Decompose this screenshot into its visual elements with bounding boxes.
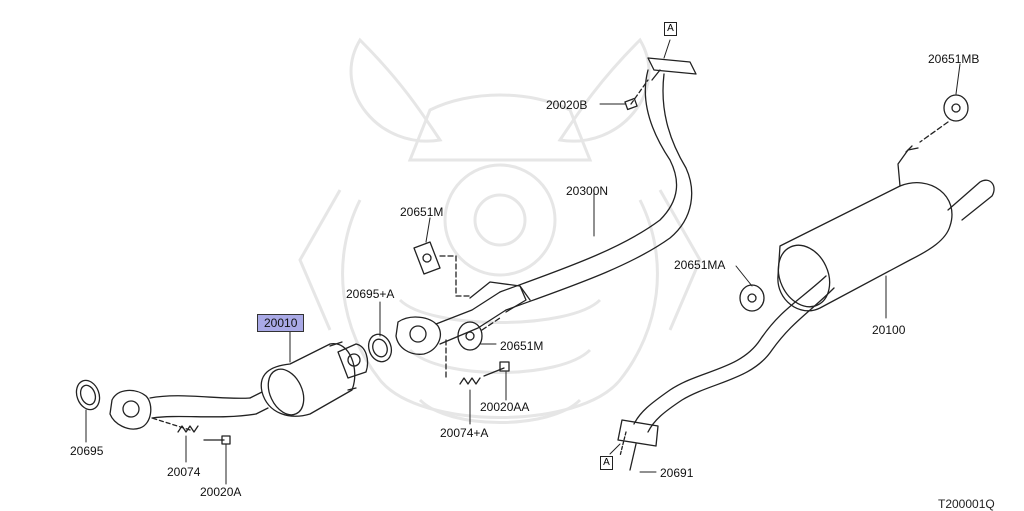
diagram-code: T200001Q: [938, 497, 995, 511]
label-spring-front[interactable]: 20074: [167, 465, 201, 479]
ref-mark-top: A: [664, 22, 677, 36]
catalytic-converter: [260, 341, 357, 417]
label-bolt-mid[interactable]: 20020AA: [480, 400, 530, 414]
center-pipe-flange: [395, 316, 441, 355]
label-mount-left[interactable]: 20651M: [400, 205, 444, 219]
spring-bolt-front: [151, 417, 231, 445]
label-center-pipe[interactable]: 20300N: [566, 184, 609, 198]
bolt-top: [624, 79, 649, 111]
mount-left: [413, 241, 471, 297]
mount-center: [457, 317, 501, 351]
top-flange: [647, 57, 697, 81]
label-spring-mid[interactable]: 20074+A: [440, 426, 489, 440]
mount-right-top: [919, 94, 969, 143]
label-bolt-top[interactable]: 20020B: [546, 98, 588, 112]
ref-mark-bottom: A: [600, 456, 613, 470]
label-bolt-front[interactable]: 20020A: [200, 485, 242, 499]
label-gasket-front[interactable]: 20695: [70, 444, 104, 458]
center-pipe: [435, 69, 693, 345]
label-gasket-rear[interactable]: 20691: [660, 466, 694, 480]
spring-bolt-mid: [445, 339, 510, 385]
tail-pipe: [633, 275, 835, 433]
gasket-front: [75, 379, 101, 411]
rear-flange: [617, 419, 659, 471]
watermark-emblem: [298, 37, 702, 424]
label-mount-center[interactable]: 20651M: [500, 339, 544, 353]
cat-flange: [337, 343, 369, 379]
label-mount-right-mid[interactable]: 20651MA: [674, 258, 726, 272]
label-mount-right-top[interactable]: 20651MB: [928, 52, 980, 66]
label-gasket-cat[interactable]: 20695+A: [346, 287, 395, 301]
mount-right-mid: [739, 284, 765, 312]
label-muffler[interactable]: 20100: [872, 323, 906, 337]
leader-lines: [85, 39, 961, 485]
label-catalyst[interactable]: 20010: [257, 314, 305, 332]
gasket-cat: [367, 333, 393, 363]
muffler: [777, 145, 995, 312]
front-pipe: [109, 389, 269, 430]
